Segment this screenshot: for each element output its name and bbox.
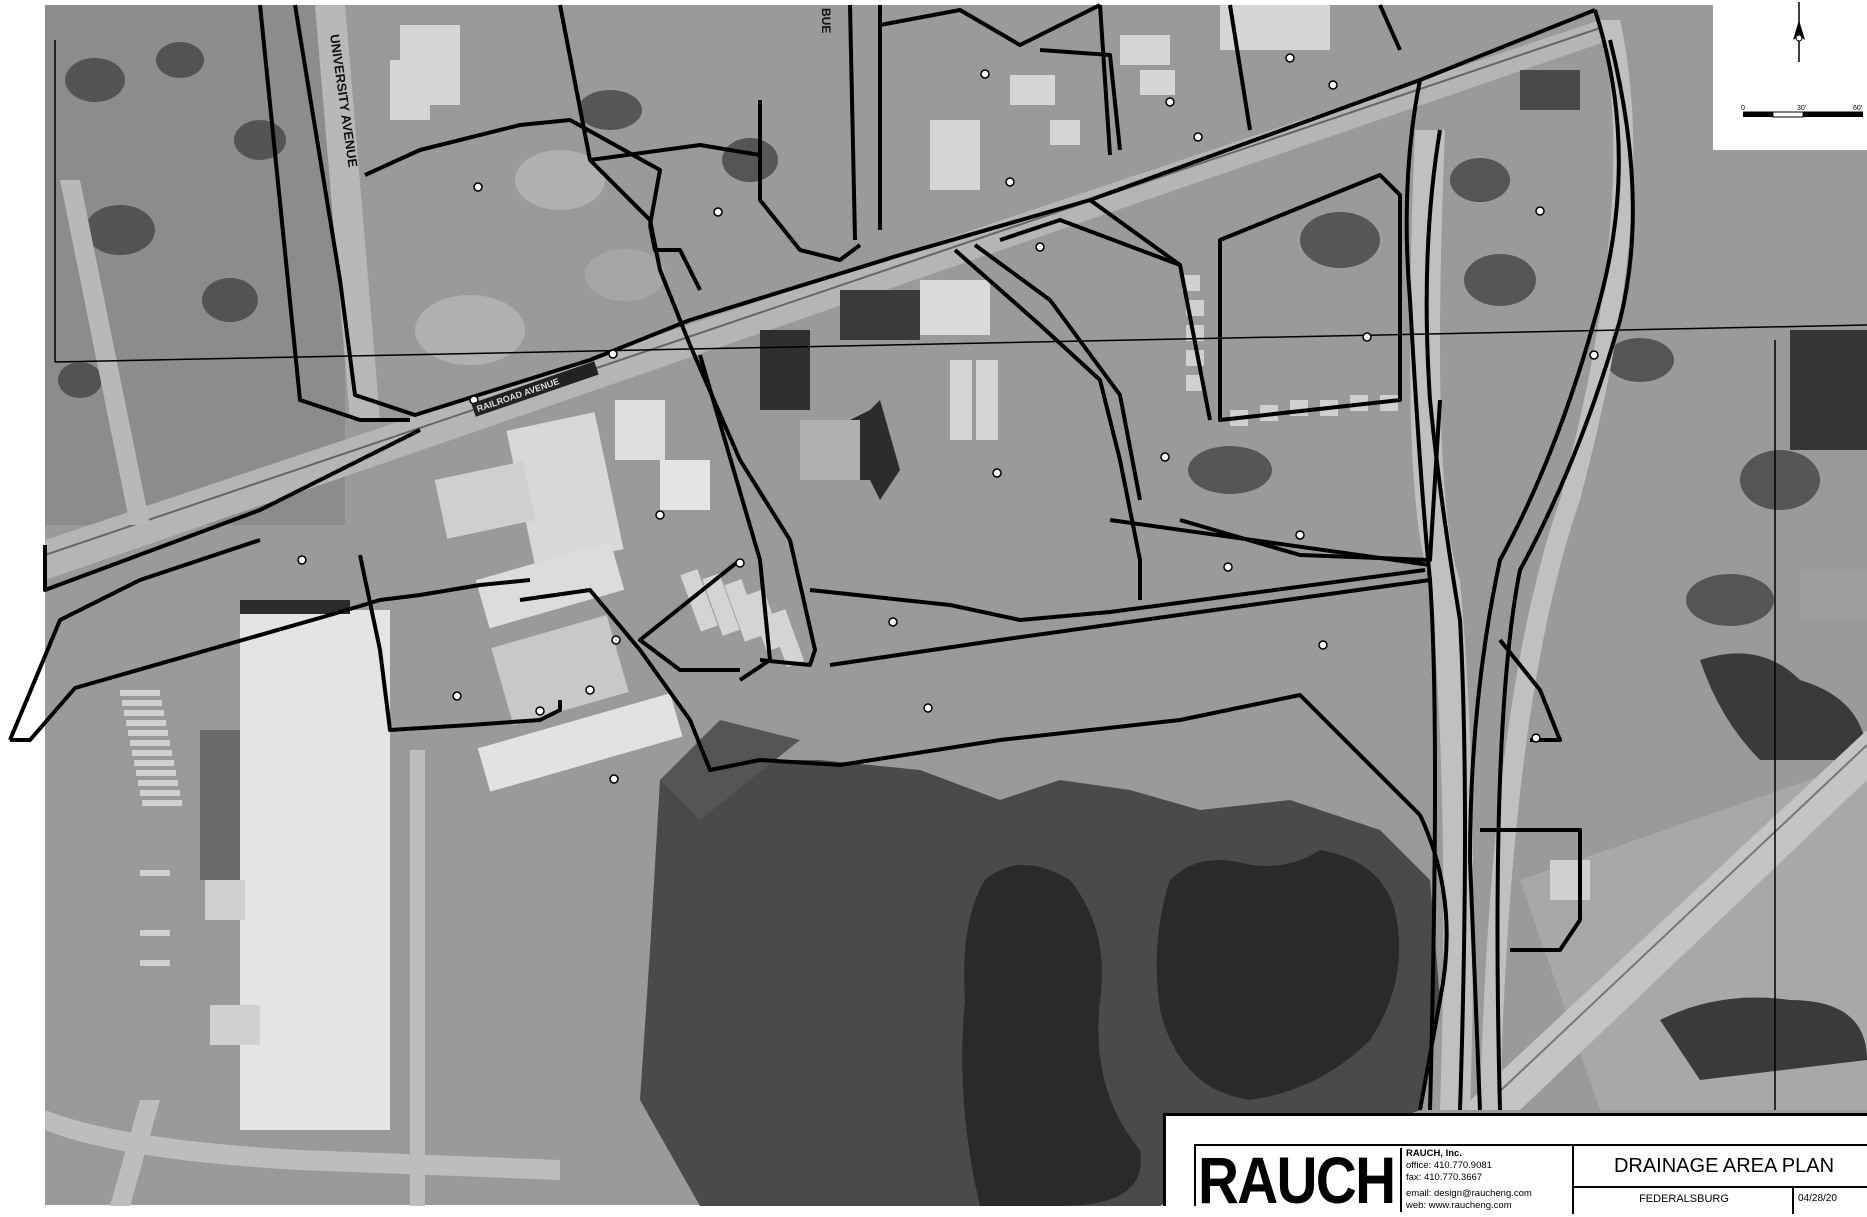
pond-west — [962, 865, 1141, 1206]
street-label-clipped: BUE — [819, 8, 833, 33]
plan-date: 04/28/20 — [1792, 1186, 1867, 1214]
north-arrow-scale-box: 0 30' 60' — [1713, 0, 1867, 150]
warehouse-roof — [240, 610, 390, 1130]
plan-title: DRAINAGE AREA PLAN — [1572, 1146, 1867, 1186]
company-fax: fax: 410.770.3667 — [1406, 1172, 1483, 1183]
drainage-area-markers — [297, 53, 1599, 784]
section-line — [54, 324, 1867, 363]
scale-bar: 0 30' 60' — [1741, 105, 1863, 118]
title-block-frame: RAUCH RAUCH, Inc. office: 410.770.9081 f… — [1194, 1144, 1867, 1214]
north-arrow-icon — [1793, 2, 1805, 62]
scale-tick-30: 30' — [1797, 105, 1806, 112]
company-email: email: design@raucheng.com — [1406, 1188, 1532, 1199]
company-name: RAUCH, Inc. — [1406, 1148, 1462, 1159]
town-name: FEDERALSBURG — [1572, 1186, 1794, 1214]
pond-east — [1156, 850, 1400, 1100]
company-office-phone: office: 410.770.9081 — [1406, 1160, 1492, 1171]
scale-tick-60: 60' — [1853, 105, 1862, 112]
company-web: web: www.raucheng.com — [1406, 1200, 1512, 1211]
rauch-logo: RAUCH — [1198, 1143, 1396, 1217]
company-info: RAUCH, Inc. office: 410.770.9081 fax: 41… — [1400, 1148, 1556, 1212]
scale-tick-0: 0 — [1741, 105, 1745, 112]
title-block: RAUCH RAUCH, Inc. office: 410.770.9081 f… — [1163, 1113, 1867, 1214]
drainage-area-boundaries — [8, 3, 1635, 1111]
